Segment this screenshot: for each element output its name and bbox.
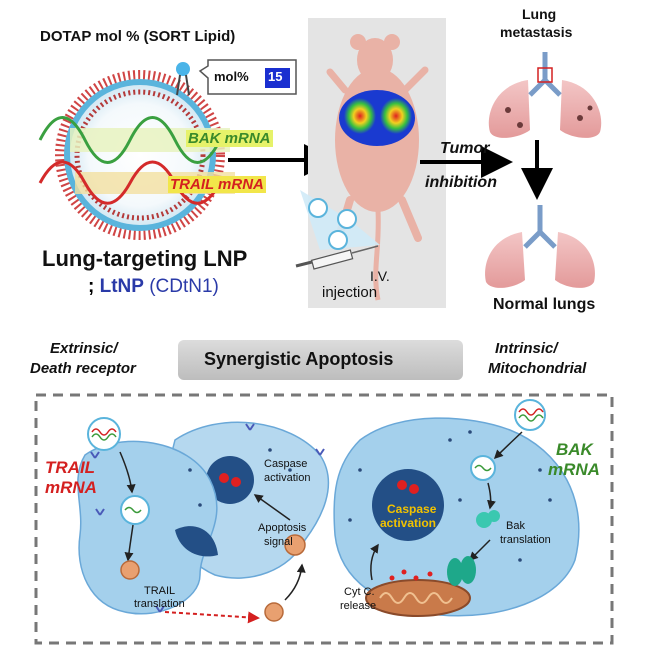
metastasis-label: metastasis [500,24,573,40]
left-mrna-icon [87,417,121,451]
right-uptake-arrow [493,431,523,460]
caspase-left-1: Caspase [264,458,308,470]
bak-right-1: BAK [556,440,593,459]
ltnp-code: (CDtN1) [149,276,219,297]
lnp-particle [38,70,235,240]
left-translation-arrow [124,524,134,562]
tumor-label: Tumor [440,140,490,157]
inhibition-label: inhibition [425,174,497,191]
right-caspase-icon [397,480,419,494]
bak-translation-2: translation [500,534,551,546]
extrinsic-label-2: Death receptor [30,360,136,377]
mol-label: mol% [214,69,249,84]
cytc-1: Cyt C. [344,586,375,598]
bak-translation-1: Bak [506,520,525,532]
mechanism-box [34,393,614,645]
cytochrome-c-dots [389,569,433,581]
bak-translation-arrow [487,482,496,510]
mol-value-box [265,68,290,88]
lipid-molecule-icon [176,62,190,96]
bak-right-2: mRNA [548,460,600,479]
apoptosis-signal-arrow [253,494,291,521]
lung-label: Lung [522,6,557,22]
extrinsic-label-1: Extrinsic/ [50,340,118,357]
ltnp-line: ; LtNP (CDtN1) [88,276,219,298]
normal-lungs-icon [485,205,595,288]
iv-label: I.V. [370,268,390,284]
right-endosome-icon [470,455,496,481]
right-cell [333,417,580,617]
normal-lungs-label: Normal lungs [493,296,596,313]
bak-to-mito-arrow [468,539,491,562]
dotap-title: DOTAP mol % (SORT Lipid) [40,28,236,45]
right-mrna-icon [514,399,546,431]
left-cell-front [77,440,218,615]
intrinsic-label-1: Intrinsic/ [495,340,558,357]
synergistic-label: Synergistic Apoptosis [204,349,394,369]
mitochondrion-icon [365,556,476,617]
caspase-left-2: activation [264,472,311,484]
intrinsic-label-2: Mitochondrial [488,360,587,377]
protein-icon [120,534,306,622]
apoptosis-signal-2: signal [264,536,293,548]
bak-protein-icon [476,510,500,528]
left-uptake-arrow [119,451,136,494]
death-receptor-icons [90,423,325,613]
injection-label: injection [322,284,378,301]
trail-translation-1: TRAIL [144,585,176,597]
cytc-2: release [340,600,377,612]
trail-translation-2: translation [134,598,185,610]
cytc-arrow [370,543,379,581]
caspase-right-2: activation [380,516,437,530]
left-endosome-icon [120,495,150,525]
trail-left-2: mRNA [45,478,97,497]
trail-mrna-label: TRAIL mRNA [168,176,266,193]
apoptosis-signal-1: Apoptosis [258,522,307,534]
ltnp-name: LtNP [99,276,144,297]
biodistribution-heatmap [339,90,415,146]
lnp-title: Lung-targeting LNP [42,246,248,271]
caspase-right-1: Caspase [387,502,437,516]
small-lnp-icons [308,198,357,250]
binding-arrow [284,563,306,601]
left-caspase-icon [219,473,241,487]
trail-secretion-arrow [164,611,260,624]
bak-mrna-label: BAK mRNA [186,130,273,147]
syringe-icon [295,245,379,270]
lungs-icon [488,52,602,138]
trail-left-1: TRAIL [45,458,96,477]
mol-value: 15 [268,69,283,84]
cytoplasm-dots [188,430,552,562]
ltnp-prefix: ; [88,276,95,297]
synergistic-banner [178,340,463,380]
